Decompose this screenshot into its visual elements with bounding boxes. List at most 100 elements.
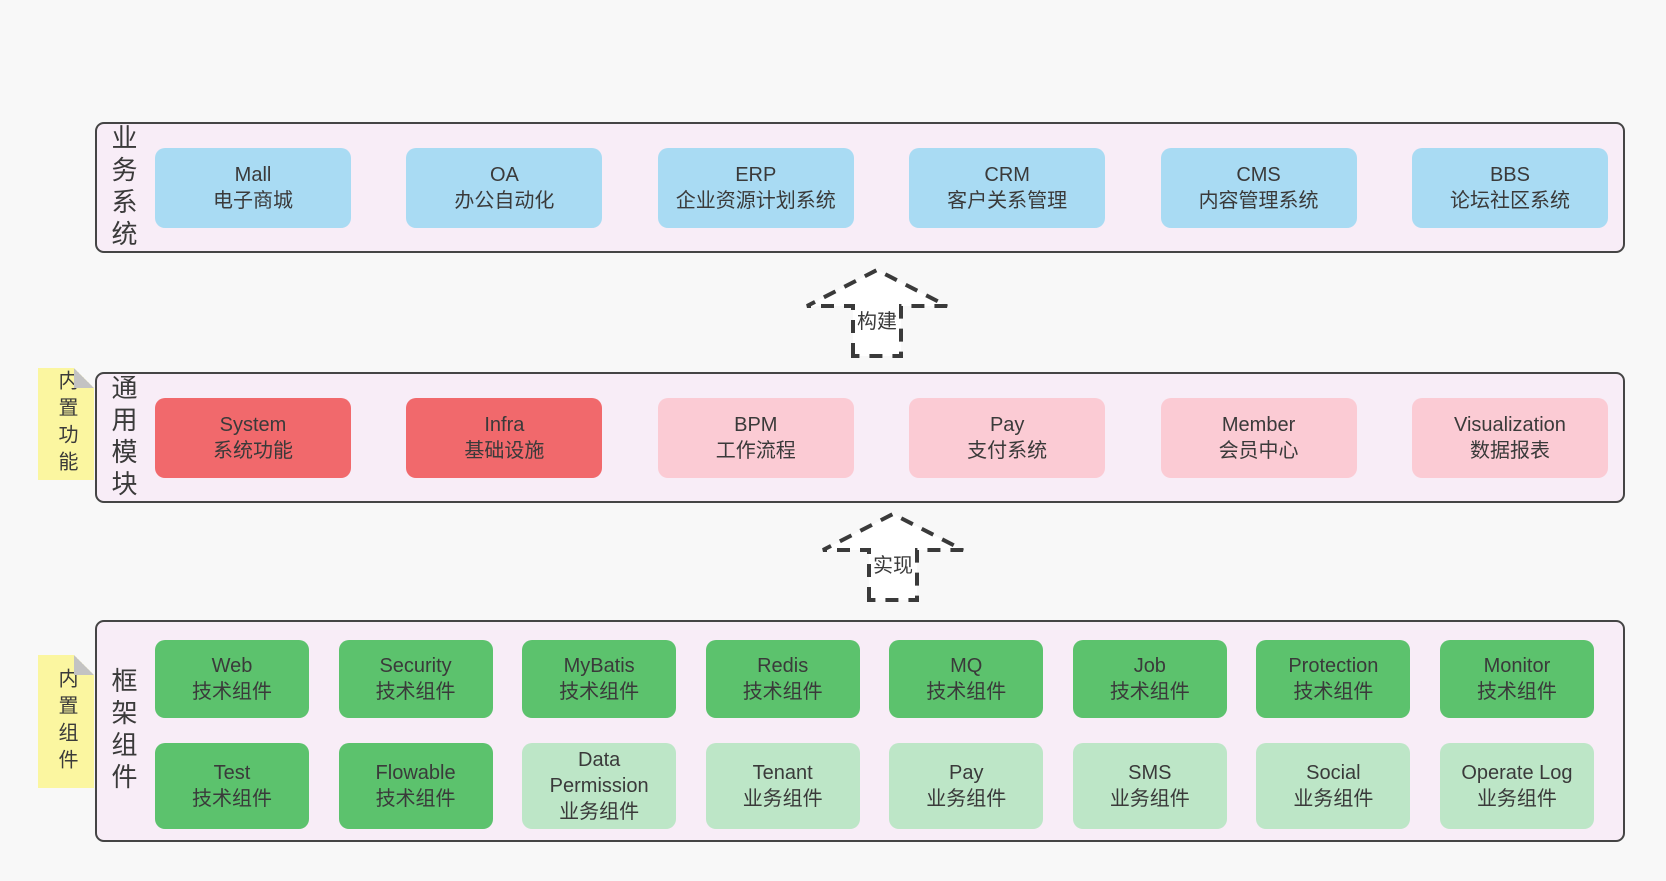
box-subtitle: 工作流程 bbox=[715, 439, 796, 462]
box-infra: Infra 基础设施 bbox=[406, 397, 603, 478]
box-subtitle: 技术组件 bbox=[559, 681, 640, 703]
box-tenant: Tenant 业务组件 bbox=[705, 743, 860, 829]
box-title: Pay bbox=[989, 413, 1025, 436]
framework-components-row-2: Test 技术组件 Flowable 技术组件 Data Permission … bbox=[155, 743, 1594, 829]
box-redis: Redis 技术组件 bbox=[705, 640, 860, 718]
build-arrow-label: 构建 bbox=[855, 311, 899, 333]
box-title: SMS bbox=[1128, 762, 1172, 784]
box-oa: OA 办公自动化 bbox=[406, 147, 603, 228]
implement-arrow-label: 实现 bbox=[871, 555, 915, 577]
box-monitor: Monitor 技术组件 bbox=[1439, 640, 1594, 718]
box-title: Pay bbox=[949, 762, 984, 784]
box-system: System 系统功能 bbox=[155, 397, 351, 478]
box-subtitle: 技术组件 bbox=[1476, 681, 1557, 703]
box-subtitle: 基础设施 bbox=[464, 439, 545, 462]
box-subtitle: 业务组件 bbox=[926, 788, 1007, 810]
box-title: Member bbox=[1221, 413, 1296, 436]
box-operate-log: Operate Log 业务组件 bbox=[1439, 743, 1594, 829]
box-subtitle: 业务组件 bbox=[1476, 788, 1557, 810]
common-modules-row: System 系统功能 Infra 基础设施 BPM 工作流程 Pay 支付系统… bbox=[155, 374, 1608, 501]
box-subtitle: 论坛社区系统 bbox=[1449, 189, 1570, 212]
box-title: Mall bbox=[234, 163, 272, 186]
framework-components-row-1: Web 技术组件 Security 技术组件 MyBatis 技术组件 Redi… bbox=[155, 640, 1594, 718]
box-title: Infra bbox=[484, 413, 525, 436]
box-title: Tenant bbox=[752, 762, 813, 784]
box-subtitle: 会员中心 bbox=[1218, 439, 1299, 462]
box-subtitle: 支付系统 bbox=[967, 439, 1048, 462]
box-mybatis: MyBatis 技术组件 bbox=[522, 640, 677, 718]
box-subtitle: 技术组件 bbox=[742, 681, 823, 703]
box-title: Job bbox=[1133, 655, 1166, 677]
box-web: Web 技术组件 bbox=[155, 640, 309, 718]
box-job: Job 技术组件 bbox=[1072, 640, 1227, 718]
box-subtitle: 业务组件 bbox=[559, 801, 640, 823]
box-title: MQ bbox=[950, 655, 983, 677]
framework-components-band: 框架组件 Web 技术组件 Security 技术组件 MyBatis 技术组件… bbox=[95, 620, 1625, 842]
box-sms: SMS 业务组件 bbox=[1072, 743, 1227, 829]
implement-arrow: 实现 bbox=[818, 510, 968, 604]
box-title: Protection bbox=[1288, 655, 1379, 677]
box-title: Redis bbox=[757, 655, 809, 677]
box-crm: CRM 客户关系管理 bbox=[909, 147, 1106, 228]
sticky-note-built-in-features: 内置功能 bbox=[38, 368, 94, 480]
box-subtitle: 业务组件 bbox=[1293, 788, 1374, 810]
box-subtitle: 客户关系管理 bbox=[947, 189, 1068, 212]
box-protection: Protection 技术组件 bbox=[1256, 640, 1411, 718]
box-title: Web bbox=[211, 655, 253, 677]
box-visualization: Visualization 数据报表 bbox=[1411, 397, 1608, 478]
box-subtitle: 内容管理系统 bbox=[1198, 189, 1319, 212]
box-subtitle: 业务组件 bbox=[742, 788, 823, 810]
box-title: Monitor bbox=[1483, 655, 1551, 677]
box-subtitle: 技术组件 bbox=[375, 681, 456, 703]
box-subtitle: 数据报表 bbox=[1469, 439, 1550, 462]
box-member: Member 会员中心 bbox=[1160, 397, 1357, 478]
box-subtitle: 技术组件 bbox=[375, 788, 456, 810]
business-systems-row: Mall 电子商城 OA 办公自动化 ERP 企业资源计划系统 CRM 客户关系… bbox=[155, 124, 1608, 251]
box-erp: ERP 企业资源计划系统 bbox=[657, 147, 854, 228]
box-subtitle: 技术组件 bbox=[192, 788, 272, 810]
box-title: MyBatis bbox=[563, 655, 635, 677]
sticky-note-text: 内置功能 bbox=[55, 370, 77, 478]
box-title: Visualization bbox=[1453, 413, 1566, 436]
box-title: Security bbox=[379, 655, 452, 677]
band-label-common-modules: 通用模块 bbox=[108, 373, 138, 502]
sticky-note-text: 内置组件 bbox=[55, 667, 77, 776]
box-subtitle: 系统功能 bbox=[213, 439, 293, 462]
box-pay-biz: Pay 业务组件 bbox=[889, 743, 1044, 829]
box-subtitle: 办公自动化 bbox=[454, 189, 555, 212]
box-bbs: BBS 论坛社区系统 bbox=[1411, 147, 1608, 228]
build-arrow: 构建 bbox=[802, 266, 952, 360]
box-security: Security 技术组件 bbox=[338, 640, 493, 718]
box-subtitle: 技术组件 bbox=[1109, 681, 1190, 703]
box-bpm: BPM 工作流程 bbox=[657, 397, 854, 478]
box-subtitle: 电子商城 bbox=[213, 189, 293, 212]
box-title: CMS bbox=[1236, 163, 1281, 186]
box-subtitle: 技术组件 bbox=[1293, 681, 1374, 703]
box-cms: CMS 内容管理系统 bbox=[1160, 147, 1357, 228]
common-modules-band: 通用模块 System 系统功能 Infra 基础设施 BPM 工作流程 Pay… bbox=[95, 372, 1625, 503]
box-data-permission: Data Permission 业务组件 bbox=[522, 743, 677, 829]
box-subtitle: 业务组件 bbox=[1109, 788, 1190, 810]
sticky-note-built-in-components: 内置组件 bbox=[38, 655, 94, 788]
box-mall: Mall 电子商城 bbox=[155, 147, 351, 228]
box-title: System bbox=[219, 413, 287, 436]
box-title: Flowable bbox=[375, 762, 456, 784]
box-subtitle: 企业资源计划系统 bbox=[675, 189, 836, 212]
box-mq: MQ 技术组件 bbox=[889, 640, 1044, 718]
box-title: CRM bbox=[984, 163, 1030, 186]
box-flowable: Flowable 技术组件 bbox=[338, 743, 493, 829]
business-systems-band: 业务系统 Mall 电子商城 OA 办公自动化 ERP 企业资源计划系统 CRM… bbox=[95, 122, 1625, 253]
box-title: Operate Log bbox=[1461, 762, 1573, 784]
box-title: ERP bbox=[735, 163, 777, 186]
box-title: Data Permission bbox=[549, 749, 649, 797]
box-title: Test bbox=[213, 762, 251, 784]
box-title: BPM bbox=[734, 413, 778, 436]
box-social: Social 业务组件 bbox=[1256, 743, 1411, 829]
box-pay: Pay 支付系统 bbox=[909, 397, 1106, 478]
box-title: OA bbox=[489, 163, 519, 186]
box-subtitle: 技术组件 bbox=[926, 681, 1007, 703]
band-label-business-systems: 业务系统 bbox=[108, 123, 138, 252]
box-title: BBS bbox=[1489, 163, 1530, 186]
box-title: Social bbox=[1306, 762, 1361, 784]
